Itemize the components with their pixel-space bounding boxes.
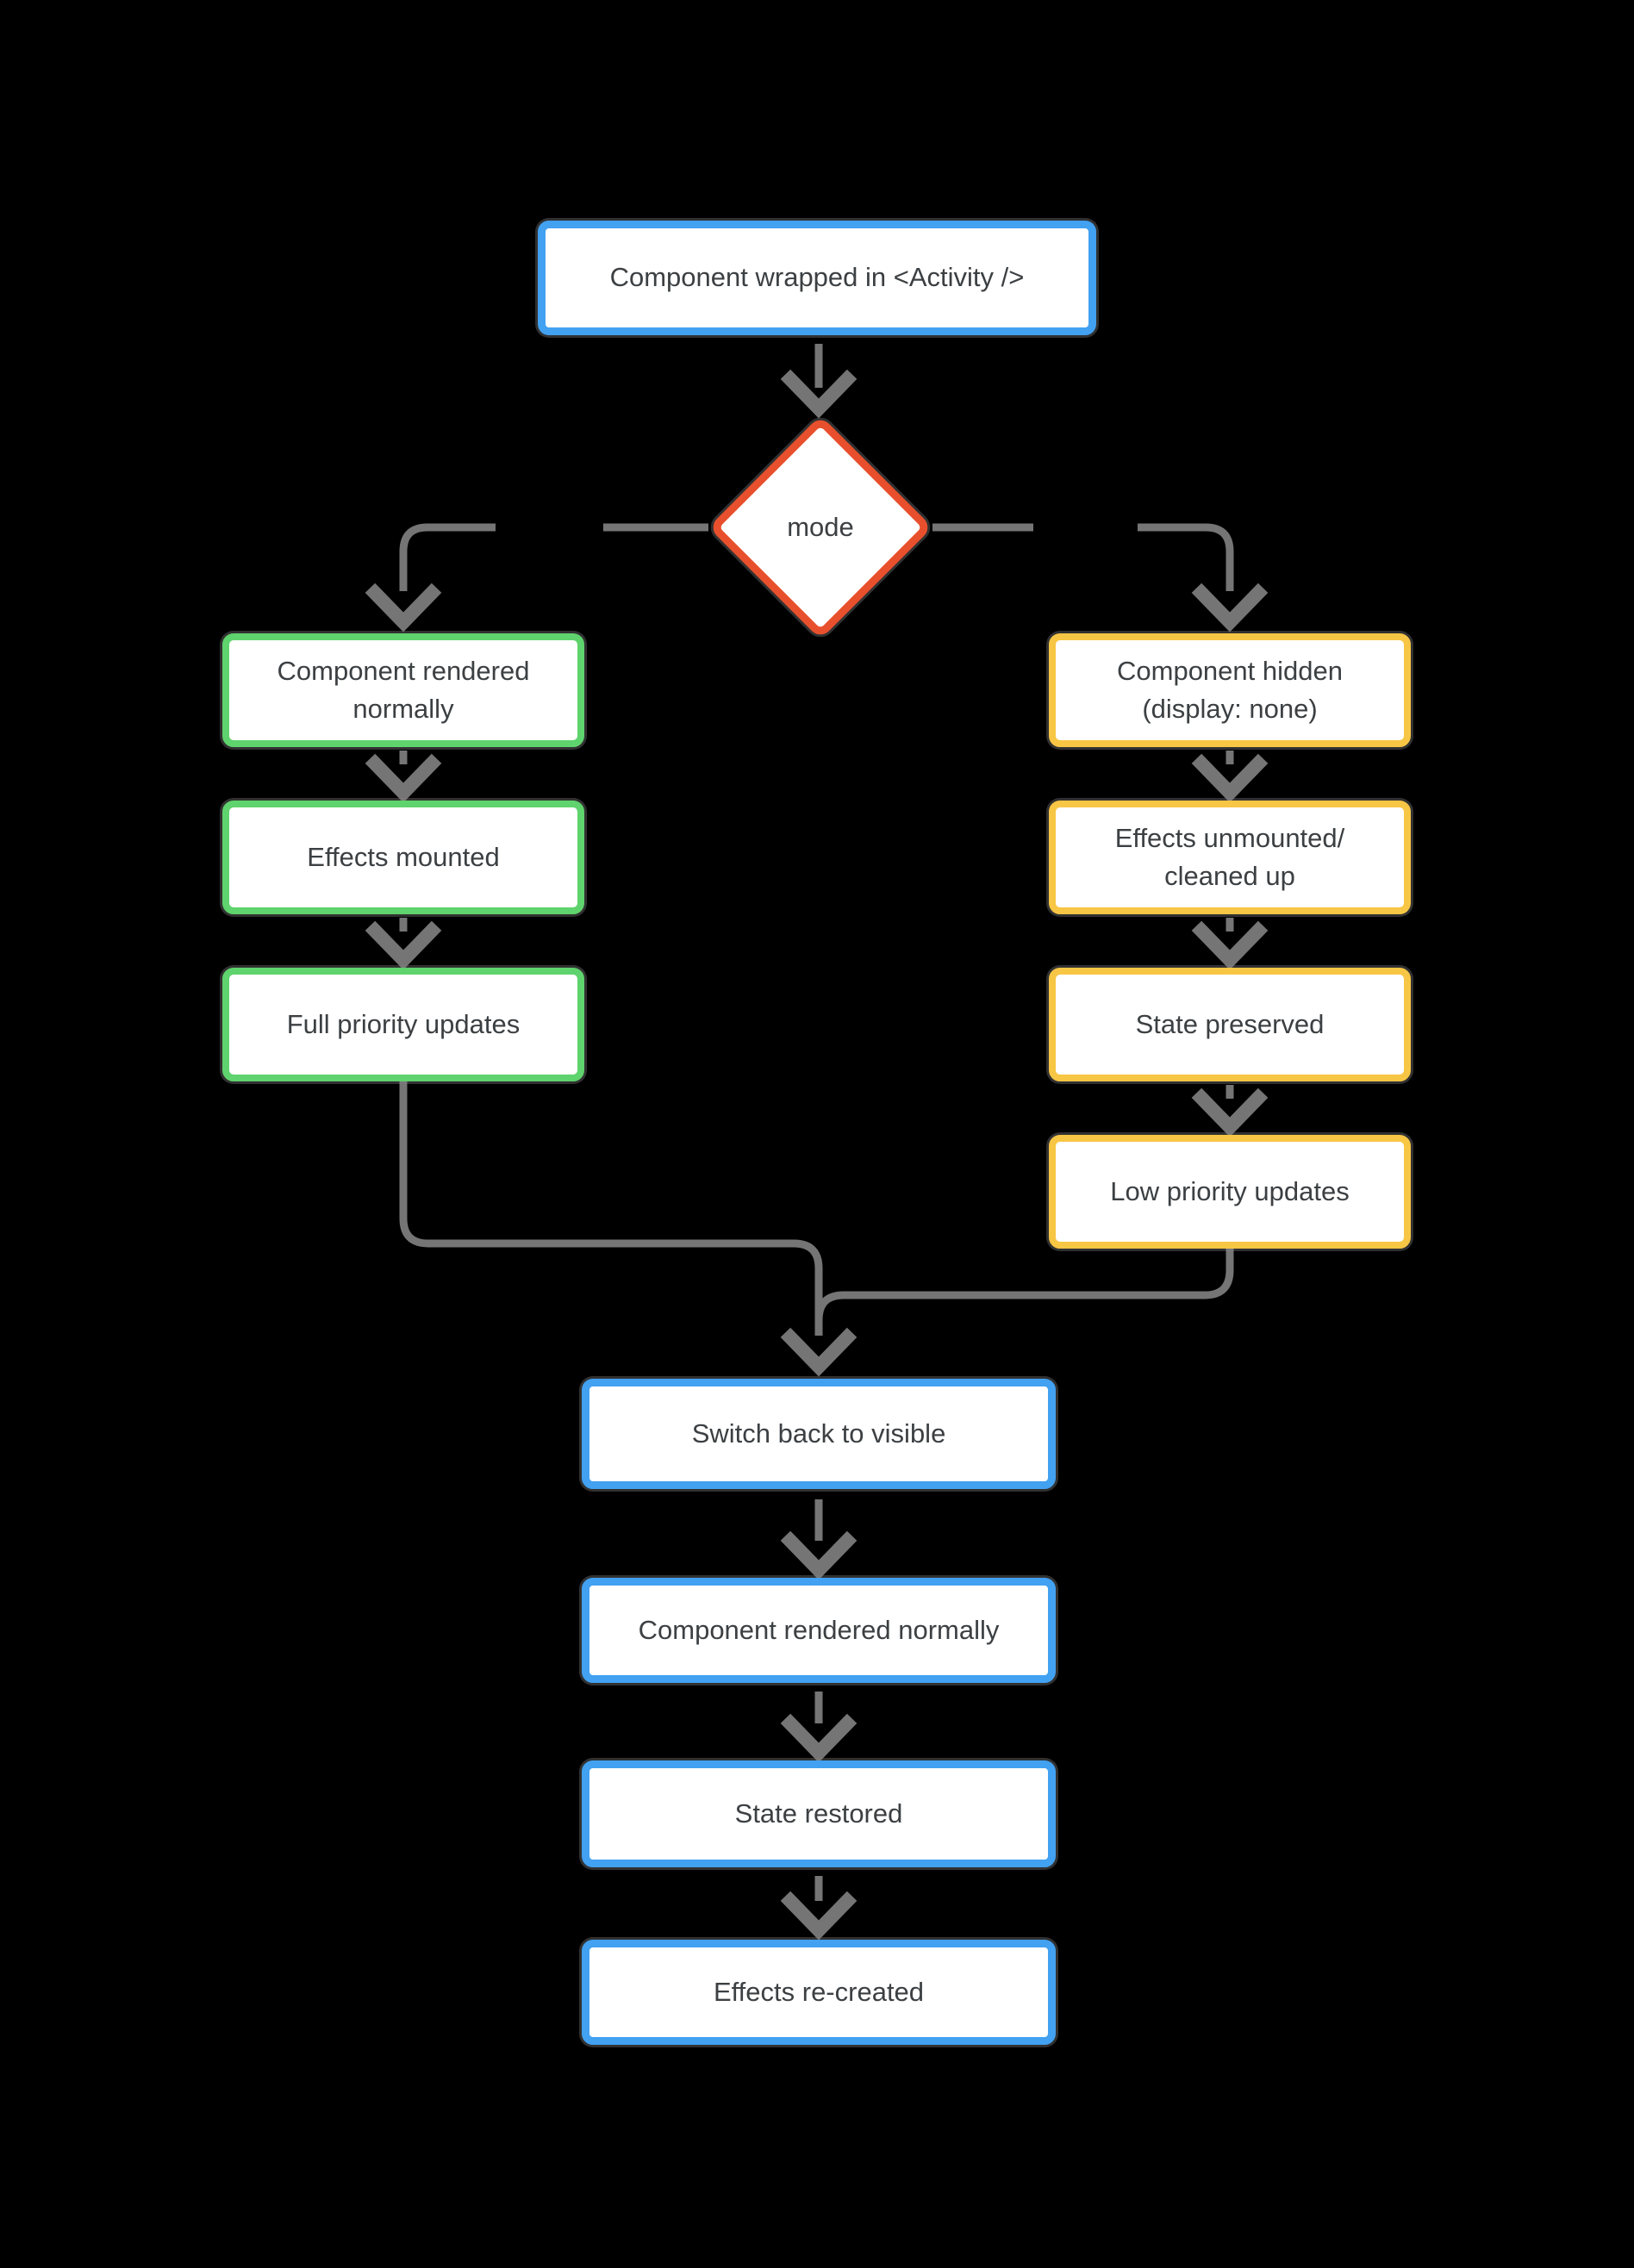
node-effects-re-created: Effects re-created (582, 1940, 1056, 2045)
node-state-preserved: State preserved (1049, 968, 1411, 1081)
node-label: Component rendered normally (638, 1614, 1000, 1645)
node-state-restored: State restored (582, 1760, 1056, 1867)
node-effects-unmounted: Effects unmounted/ cleaned up (1049, 801, 1411, 914)
edge-hidden1-to-hidden2 (1191, 751, 1269, 803)
edge-visible1-to-visible2 (365, 751, 442, 803)
node-label: Component hidden (display: none) (1117, 655, 1343, 724)
node-component-hidden: Component hidden (display: none) (1049, 633, 1411, 747)
node-start: Component wrapped in <Activity /> (538, 221, 1096, 335)
edge-hidden4-to-switch (814, 1249, 1234, 1336)
node-label: State preserved (1135, 1008, 1325, 1039)
node-label: Effects mounted (307, 841, 500, 872)
edge-rendered-to-restored (780, 1692, 858, 1763)
node-low-priority-updates: Low priority updates (1049, 1135, 1411, 1249)
edge-visible2-to-visible3 (365, 918, 442, 970)
node-component-rendered-normally-again: Component rendered normally (582, 1578, 1056, 1683)
node-label: Component wrapped in <Activity /> (609, 262, 1025, 293)
node-label: Full priority updates (286, 1008, 521, 1039)
node-label: Effects unmounted/ cleaned up (1114, 822, 1345, 891)
edge-mode-to-visible (365, 523, 708, 632)
node-label: State restored (734, 1798, 903, 1829)
node-switch-back-to-visible: Switch back to visible (582, 1379, 1056, 1489)
edge-hidden3-to-hidden4 (1191, 1085, 1269, 1137)
decision-mode-label: mode (787, 512, 854, 542)
node-full-priority-updates: Full priority updates (222, 968, 584, 1081)
node-effects-mounted: Effects mounted (222, 801, 584, 914)
edge-switch-to-rendered (780, 1499, 858, 1580)
node-label: Switch back to visible (691, 1418, 946, 1449)
node-component-rendered-normally: Component rendered normally (222, 633, 584, 747)
node-label: Component rendered normally (277, 655, 530, 724)
edge-start-to-mode (780, 344, 858, 419)
node-label: Effects re-created (713, 1976, 925, 2007)
edge-mode-to-hidden (932, 523, 1269, 632)
edge-visible3-to-switch (399, 1081, 858, 1377)
edge-hidden2-to-hidden3 (1191, 918, 1269, 970)
edge-restored-to-recreated (780, 1876, 858, 1941)
node-label: Low priority updates (1110, 1175, 1350, 1206)
